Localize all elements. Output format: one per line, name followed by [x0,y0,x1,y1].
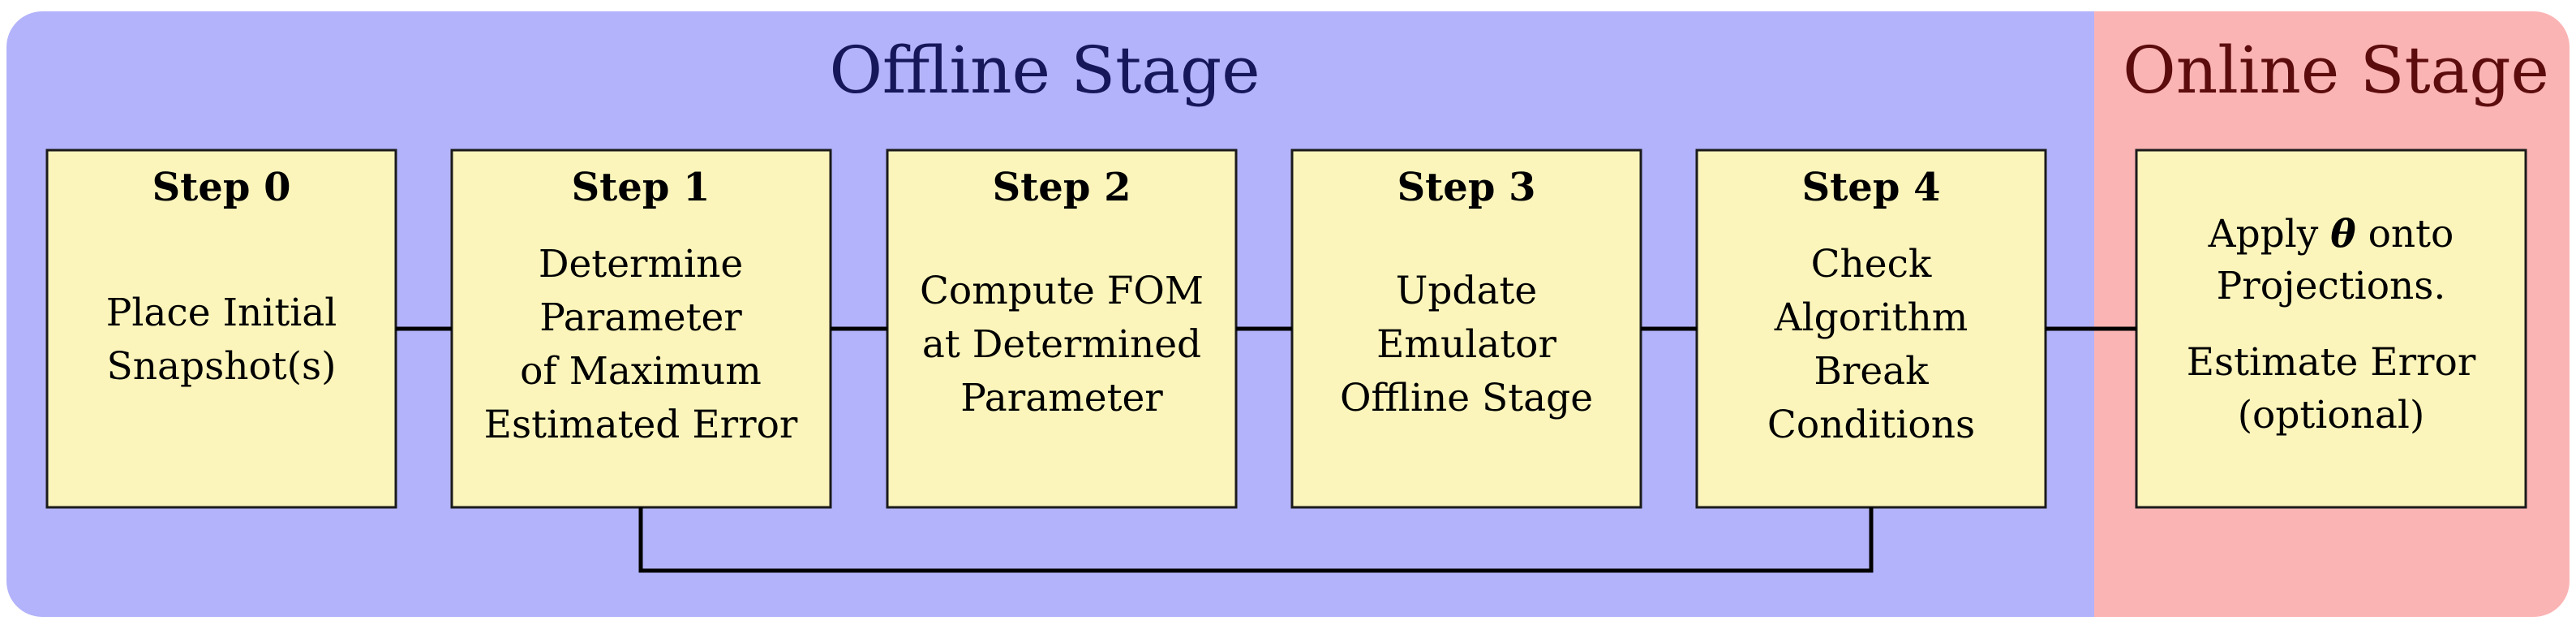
step-0-line-1: Place Initial [106,291,337,335]
step-2-line-3: Parameter [960,376,1163,420]
step-2-line-1: Compute FOM [920,269,1204,313]
step-0-line-2: Snapshot(s) [107,344,337,389]
step-1-title: Step 1 [571,165,710,210]
online-line-1: Apply θ onto [2208,212,2454,256]
online-line-4: (optional) [2238,393,2425,438]
step-1-line-2: Parameter [539,295,742,340]
online-box [2135,149,2527,509]
step-3-line-2: Emulator [1376,322,1556,367]
step-2-box [886,149,1238,509]
step-2-title: Step 2 [992,165,1131,210]
step-1-line-1: Determine [539,242,743,287]
step-2-line-2: at Determined [922,322,1201,367]
step-4-line-3: Break [1814,349,1929,394]
online-onto-text: onto [2356,212,2454,256]
online-line-2: Projections. [2217,264,2446,308]
step-4-title: Step 4 [1801,165,1940,210]
step-4-line-1: Check [1811,242,1932,287]
step-1-line-4: Estimated Error [484,403,798,447]
step-1-line-3: of Maximum [520,349,762,394]
online-line-3: Estimate Error [2187,340,2476,385]
offline-stage-title: Offline Stage [829,32,1260,108]
online-apply-text: Apply [2208,212,2331,256]
step-3-box [1290,149,1642,509]
step-4-line-4: Conditions [1767,403,1975,447]
step-3-line-1: Update [1396,269,1538,313]
step-0-title: Step 0 [152,165,290,210]
theta-symbol: θ [2330,212,2356,256]
step-3-title: Step 3 [1397,165,1535,210]
loop-arrow-step4-to-step1 [638,507,1874,573]
step-3-line-3: Offline Stage [1340,376,1593,420]
step-4-box [1695,149,2047,509]
online-stage-title: Online Stage [2123,32,2549,108]
step-0-box [45,149,397,509]
step-4-line-2: Algorithm [1774,295,1968,340]
